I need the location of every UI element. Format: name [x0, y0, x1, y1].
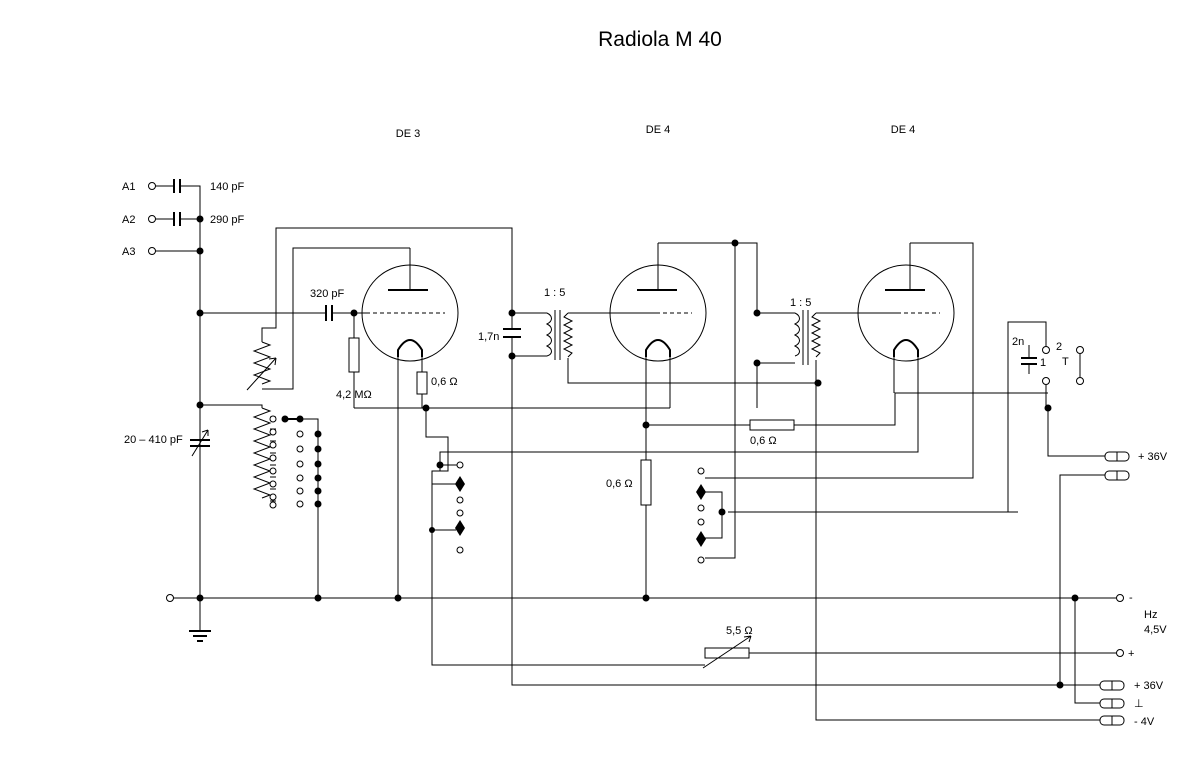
terminal-a2[interactable] — [148, 215, 156, 223]
terminal-a1[interactable] — [148, 182, 156, 190]
tube-label-v2: DE 4 — [646, 124, 670, 136]
filament-resistor-3-label: 0,6 Ω — [750, 435, 777, 447]
tuning-section: 20 – 410 pF — [124, 401, 322, 598]
grid-cap-label: 320 pF — [310, 288, 345, 300]
tuning-cap-label: 20 – 410 pF — [124, 434, 183, 446]
tube-de4-2 — [439, 242, 974, 479]
grid-circuit: 320 pF 4,2 MΩ — [196, 288, 372, 408]
filament-rheostat: 5,5 Ω + — [702, 625, 1134, 669]
phones-terminal-a[interactable] — [1076, 346, 1084, 354]
cap-2n-label: 2n — [1012, 336, 1024, 348]
selector-contacts-right — [696, 467, 726, 564]
ground-rail: - Hz 4,5V — [166, 592, 1167, 642]
tube-de3: 0,6 Ω — [354, 248, 705, 666]
output-switch: 2n 2 1 T — [728, 321, 1105, 513]
filament-resistor-1-label: 0,6 Ω — [431, 376, 458, 388]
switch-contact-1[interactable] — [1042, 377, 1050, 385]
input-label-a3: A3 — [122, 246, 135, 258]
schematic-title: Radiola M 40 — [598, 28, 722, 51]
switch-pos-2: 2 — [1056, 341, 1062, 353]
plus36-bottom-label: + 36V — [1134, 680, 1164, 692]
terminal-a3[interactable] — [148, 247, 156, 255]
filament-resistor-2 — [640, 459, 652, 506]
filament-resistor-2-label: 0,6 Ω — [606, 478, 633, 490]
ground-symbol-icon — [189, 630, 211, 642]
tube-label-v3: DE 4 — [891, 124, 915, 136]
rheostat-resistor — [704, 647, 750, 659]
cap-a1-label: 140 pF — [210, 181, 245, 193]
coupling-transformer-2: 1 : 5 — [705, 242, 1100, 721]
filament-resistor-3 — [749, 419, 795, 431]
rheostat-label: 5,5 Ω — [726, 625, 753, 637]
hz-label: Hz — [1144, 609, 1157, 621]
switch-contact-2[interactable] — [1042, 346, 1050, 354]
hz-plus-label: + — [1128, 648, 1134, 660]
phones-terminal-b[interactable] — [1076, 377, 1084, 385]
transformer-2-ratio: 1 : 5 — [790, 297, 811, 309]
selector-contacts-left — [429, 461, 465, 554]
hz-volt-label: 4,5V — [1144, 624, 1167, 636]
filament-resistor-1 — [416, 371, 428, 395]
supply-terminals: + 36V + 36V ⊥ - 4V — [1056, 451, 1168, 728]
ground-terminal-left[interactable] — [166, 594, 174, 602]
reaction-coil — [246, 227, 513, 391]
tube-label-v1: DE 3 — [396, 128, 420, 140]
switch-label: T — [1062, 356, 1069, 368]
antenna-inputs: A1 A2 A3 140 pF 290 pF — [122, 179, 245, 598]
hz-minus-label: - — [1129, 592, 1133, 604]
hz-minus-terminal[interactable] — [1116, 594, 1124, 602]
input-label-a2: A2 — [122, 214, 135, 226]
grid-leak-label: 4,2 MΩ — [336, 389, 372, 401]
tube-de4-1: 0,6 Ω 0,6 Ω — [606, 239, 1048, 598]
cap-1n7-label: 1,7n — [478, 331, 499, 343]
minus4-label: - 4V — [1134, 716, 1155, 728]
hz-plus-terminal[interactable] — [1116, 649, 1124, 657]
ground-label: ⊥ — [1134, 698, 1144, 710]
grid-leak-resistor — [348, 337, 360, 373]
plus36-top-label: + 36V — [1138, 451, 1168, 463]
transformer-1-ratio: 1 : 5 — [544, 287, 565, 299]
switch-pos-1: 1 — [1040, 357, 1046, 369]
cap-a2-label: 290 pF — [210, 214, 245, 226]
input-label-a1: A1 — [122, 181, 135, 193]
